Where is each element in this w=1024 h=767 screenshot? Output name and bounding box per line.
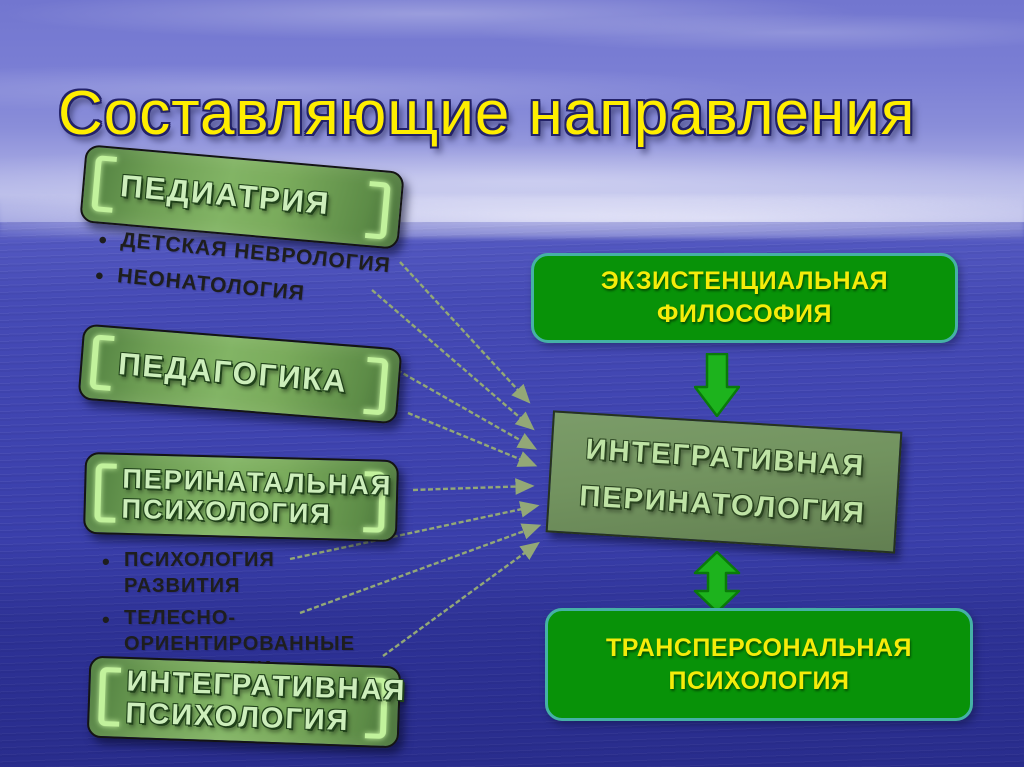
- bullet-text: ПСИХОЛОГИЯ РАЗВИТИЯ: [124, 549, 275, 597]
- slide-title: Составляющие направления: [58, 79, 916, 148]
- connector-arrow-from-perinatal-bullets: [289, 501, 540, 561]
- box-perinatal-psychology-label: ПЕРИНАТАЛЬНАЯ ПСИХОЛОГИЯ: [121, 463, 393, 530]
- box-pedagogy-label: ПЕДАГОГИКА: [117, 346, 349, 400]
- bracket-left-icon: [89, 334, 115, 391]
- connector-arrow-from-pedagogy: [407, 411, 538, 467]
- connector-arrow-from-perinatal-psychology: [412, 478, 535, 495]
- box-integrative-psychology-label: ИНТЕГРАТИВНАЯ ПСИХОЛОГИЯ: [124, 665, 407, 738]
- connector-arrow-from-pediatrics-bullets: [371, 289, 535, 431]
- list-item: ПСИХОЛОГИЯ РАЗВИТИЯ: [102, 548, 392, 599]
- bracket-left-icon: [94, 462, 117, 523]
- box-integrative-perinatology-label: ИНТЕГРАТИВНАЯ ПЕРИНАТОЛОГИЯ: [578, 433, 867, 530]
- box-integrative-psychology: ИНТЕГРАТИВНАЯ ПСИХОЛОГИЯ: [86, 655, 407, 749]
- up-down-arrow-icon: [693, 551, 741, 613]
- bracket-right-icon: [363, 357, 389, 415]
- box-integrative-perinatology: ИНТЕГРАТИВНАЯ ПЕРИНАТОЛОГИЯ: [545, 410, 903, 554]
- bracket-right-icon: [364, 180, 391, 241]
- bracket-left-icon: [98, 666, 122, 727]
- bullet-icon: [102, 548, 124, 599]
- bracket-left-icon: [91, 155, 118, 214]
- box-transpersonal-psychology-label: ТРАНСПЕРСОНАЛЬНАЯ ПСИХОЛОГИЯ: [606, 633, 912, 695]
- connector-arrow-from-pedagogy: [396, 368, 538, 450]
- connector-arrow-from-integrative-psychology: [382, 541, 540, 657]
- bullet-icon: [97, 225, 122, 256]
- connector-arrow-from-perinatal-bullets: [299, 523, 542, 615]
- box-existential-philosophy-label: ЭКЗИСТЕНЦИАЛЬНАЯ ФИЛОСОФИЯ: [600, 267, 889, 328]
- box-transpersonal-psychology: ТРАНСПЕРСОНАЛЬНАЯ ПСИХОЛОГИЯ: [545, 608, 973, 721]
- box-perinatal-psychology: ПЕРИНАТАЛЬНАЯ ПСИХОЛОГИЯ: [82, 451, 400, 543]
- down-arrow-icon: [694, 353, 740, 417]
- connector-arrow-from-pediatrics: [399, 261, 531, 404]
- bullet-icon: [94, 261, 119, 292]
- box-existential-philosophy: ЭКЗИСТЕНЦИАЛЬНАЯ ФИЛОСОФИЯ: [531, 253, 958, 343]
- box-pediatrics-label: ПЕДИАТРИЯ: [119, 168, 332, 222]
